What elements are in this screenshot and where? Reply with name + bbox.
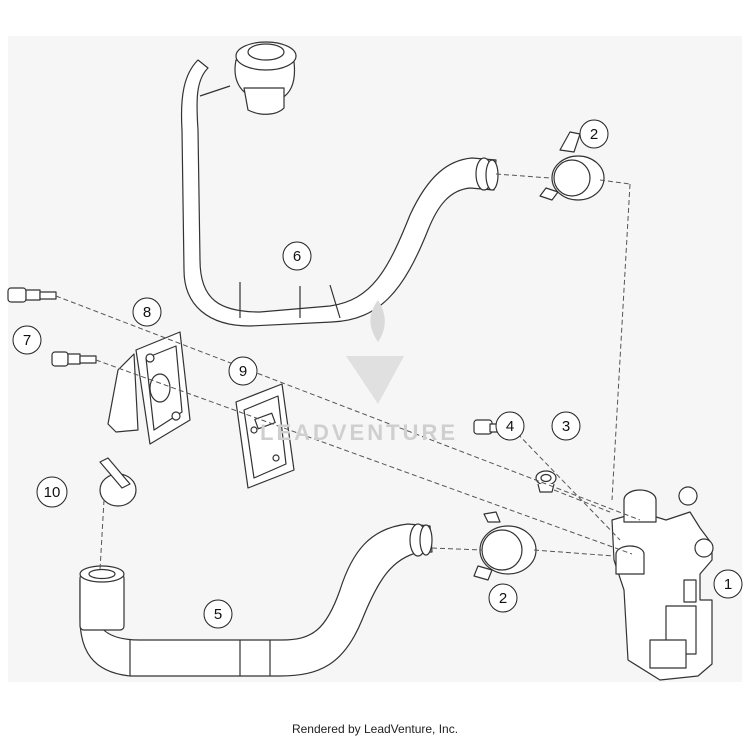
- svg-text:2: 2: [499, 590, 507, 607]
- svg-text:5: 5: [214, 606, 222, 623]
- hose-5[interactable]: [79, 523, 433, 677]
- svg-text:9: 9: [239, 363, 247, 380]
- bolt-7-lower[interactable]: [51, 351, 97, 367]
- svg-text:10: 10: [44, 484, 61, 501]
- bracket-8[interactable]: [107, 331, 191, 445]
- callout-6[interactable]: 6: [282, 241, 312, 271]
- svg-text:8: 8: [143, 304, 151, 321]
- clamp-2-lower[interactable]: [473, 511, 537, 581]
- bolt-7-upper[interactable]: [7, 287, 57, 303]
- render-credit: Rendered by LeadVenture, Inc.: [291, 722, 459, 736]
- callout-10[interactable]: 10: [36, 476, 68, 508]
- callout-2-lower[interactable]: 2: [488, 583, 518, 613]
- callout-3[interactable]: 3: [551, 411, 581, 441]
- watermark-text: LEADVENTURE: [260, 420, 458, 445]
- secondary-air-valve-1[interactable]: [611, 486, 714, 681]
- svg-text:7: 7: [23, 332, 31, 349]
- watermark-logo: [346, 300, 404, 404]
- callout-8[interactable]: 8: [132, 297, 162, 327]
- connection-lines: [55, 173, 641, 571]
- svg-text:2: 2: [590, 126, 598, 143]
- callout-2-upper[interactable]: 2: [579, 119, 609, 149]
- callout-5[interactable]: 5: [203, 599, 233, 629]
- washer-3[interactable]: [535, 470, 557, 493]
- svg-text:1: 1: [724, 576, 732, 593]
- svg-text:3: 3: [562, 418, 570, 435]
- svg-text:4: 4: [506, 418, 514, 435]
- callout-4[interactable]: 4: [495, 411, 525, 441]
- clamp-2-upper[interactable]: [539, 131, 605, 201]
- callout-7[interactable]: 7: [12, 325, 42, 355]
- callout-1[interactable]: 1: [713, 569, 743, 599]
- svg-text:6: 6: [293, 248, 301, 265]
- reed-valve-9[interactable]: [235, 383, 295, 489]
- hose-6[interactable]: [180, 41, 499, 327]
- cable-tie-10[interactable]: [99, 457, 137, 507]
- callout-9[interactable]: 9: [228, 356, 258, 386]
